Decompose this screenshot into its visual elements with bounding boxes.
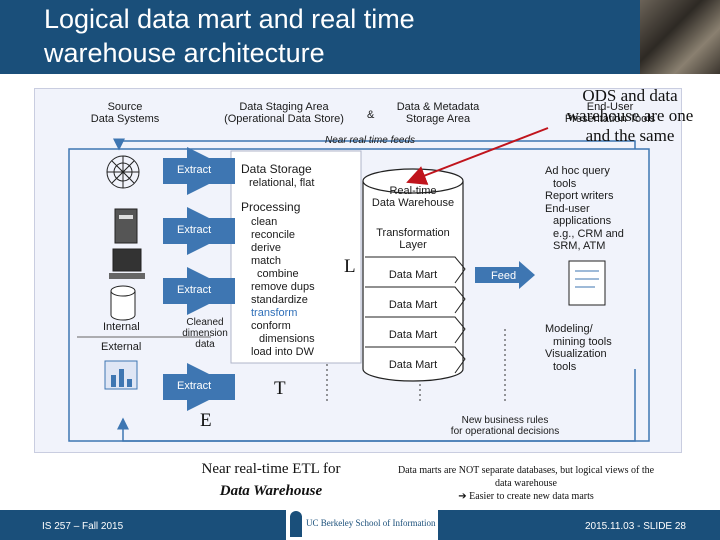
data-mart-3: Data Mart (388, 329, 438, 341)
web-icon (106, 155, 140, 189)
data-mart-1: Data Mart (388, 269, 438, 281)
extract-box-2: Extract (163, 218, 235, 244)
external-label: External (101, 341, 142, 353)
header-amp: & (367, 109, 375, 121)
mart-bracket-1 (365, 256, 466, 284)
extract-box-3: Extract (163, 278, 235, 304)
tools-top-list: Ad hoc query tools Report writers End-us… (545, 165, 624, 252)
data-mart-4: Data Mart (388, 359, 438, 371)
feed-arrow (475, 261, 535, 289)
slide-title: Logical data mart and real time warehous… (44, 2, 644, 70)
etl-annotation: Near real-time ETL for Data Warehouse (201, 461, 341, 499)
processing-step: reconcile (251, 229, 296, 241)
arrow-right-icon: ➔ (458, 491, 470, 502)
staging-box (230, 150, 362, 364)
logo-flame-icon (290, 511, 302, 537)
processing-title: Processing (241, 200, 301, 214)
extract-box-4: Extract (163, 374, 235, 400)
computer-icon (109, 248, 145, 279)
business-rules-arrow (117, 369, 636, 442)
mart-bracket-3 (365, 316, 466, 344)
processing-step: remove dups (251, 281, 315, 293)
server-icon (114, 208, 138, 244)
transformation-layer-label: Transformation Layer (376, 227, 450, 251)
logo-text: UC Berkeley School of Information (306, 518, 436, 528)
processing-step: combine (257, 268, 299, 280)
processing-step-transform: transform (251, 307, 298, 319)
data-storage-sub: relational, flat (249, 177, 315, 189)
school-logo (286, 508, 438, 540)
processing-step: clean (251, 216, 278, 228)
processing-step: derive (251, 242, 281, 254)
footer-slide-number: 2015.11.03 - SLIDE 28 (585, 521, 686, 532)
feeds-arrow (113, 138, 636, 151)
header-metadata: Data & Metadata Storage Area (396, 101, 480, 125)
realtime-dw-label: Real-time Data Warehouse (371, 185, 455, 209)
title-bar (0, 0, 720, 74)
ods-arrow (406, 127, 549, 185)
mart-bracket-4 (365, 346, 466, 374)
report-icon (568, 260, 606, 306)
database-icon (110, 285, 136, 321)
data-storage-title: Data Storage (241, 162, 312, 176)
feed-label: Feed (491, 270, 517, 282)
marts-annotation: Data marts are NOT separate databases, b… (397, 465, 655, 502)
data-mart-2: Data Mart (388, 299, 438, 311)
near-real-time-feeds-label: Near real time feeds (325, 135, 416, 146)
header-staging: Data Staging Area (Operational Data Stor… (224, 101, 344, 125)
letter-t: T (274, 378, 286, 399)
processing-step: match (251, 255, 281, 267)
diagram-lines (68, 138, 650, 442)
letter-e: E (200, 410, 212, 431)
footer-course: IS 257 – Fall 2015 (42, 521, 124, 532)
header-enduser: End-User Presentation Tools (564, 101, 656, 125)
business-rules-label: New business rules for operational decis… (450, 415, 560, 437)
cleaned-dimension-label: Cleaned dimension data (182, 317, 228, 350)
processing-step: dimensions (259, 333, 315, 345)
tools-bottom-list: Modeling/ mining tools Visualization too… (545, 323, 612, 373)
title-line-2: warehouse architecture (44, 38, 325, 68)
title-line-1: Logical data mart and real time (44, 4, 415, 34)
letter-l: L (344, 256, 356, 277)
ods-annotation: ODS and data warehouse are one and the s… (566, 86, 694, 145)
chart-icon (104, 360, 138, 390)
processing-step: load into DW (251, 346, 314, 358)
internal-label: Internal (103, 321, 140, 333)
processing-step: conform (251, 320, 291, 332)
architecture-diagram: Source Data Systems Data Staging Area (O… (34, 88, 682, 453)
dw-cylinder-body (362, 181, 464, 382)
building-photo (640, 0, 720, 74)
header-source: Source Data Systems (90, 101, 160, 125)
mart-bracket-2 (365, 286, 466, 314)
processing-step: standardize (251, 294, 308, 306)
extract-box-1: Extract (163, 158, 235, 184)
